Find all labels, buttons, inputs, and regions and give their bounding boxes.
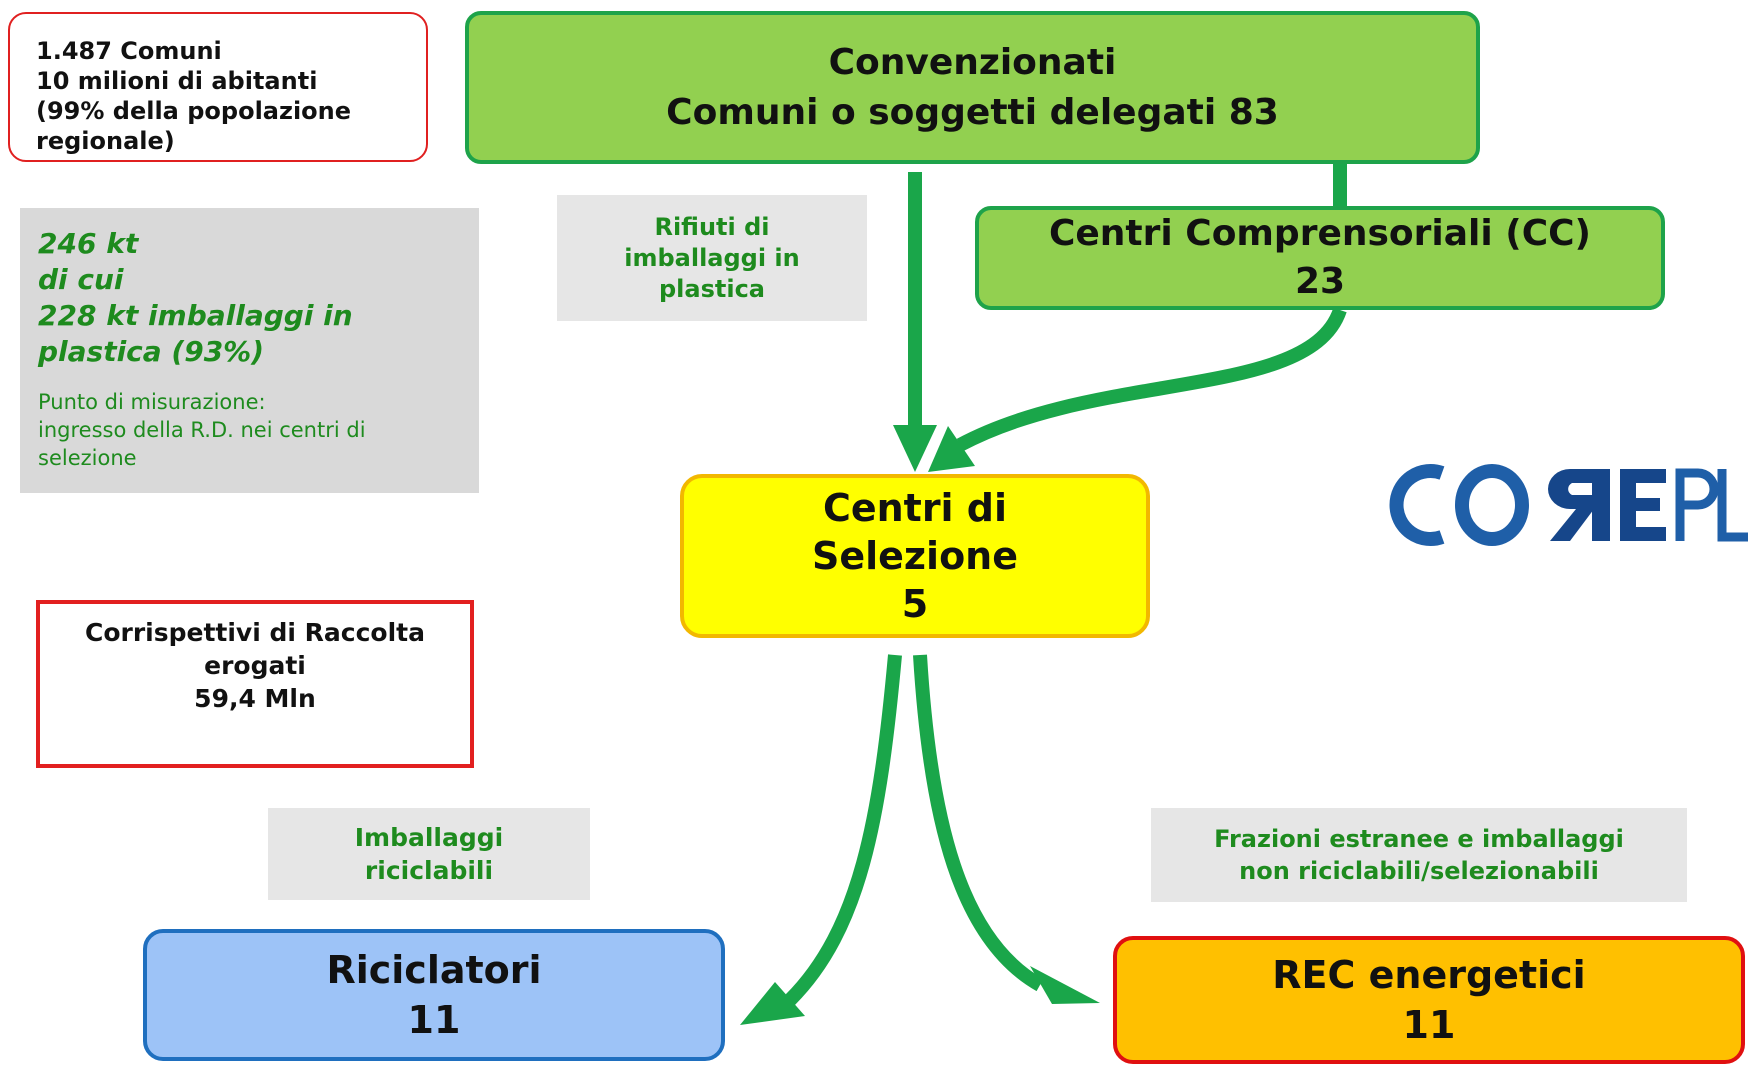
riciclatori-title: Riciclatori [326,948,542,992]
misurazione-line-1: Punto di misurazione: [38,390,266,414]
kt-line-1: 246 kt [38,227,139,260]
frazioni-flow-label: Frazioni estranee e imballaggi non ricic… [1151,808,1687,902]
kt-line-2: di cui [38,263,124,296]
corrispettivi-line-3: 59,4 Mln [194,684,316,713]
comuni-info-box: 1.487 Comuni 10 milioni di abitanti (99%… [8,12,428,162]
cc-title: Centri Comprensoriali (CC) [1048,213,1592,254]
corrispettivi-line-2: erogati [204,651,306,680]
comuni-line-2: 10 milioni di abitanti [36,67,318,95]
corrispettivi-info-box: Corrispettivi di Raccolta erogati 59,4 M… [36,600,474,768]
convenzionati-title: Convenzionati [828,41,1117,83]
frazioni-line-2: non riciclabili/selezionabili [1239,857,1599,885]
corepla-logo [1389,464,1748,546]
rifiuti-line-3: plastica [658,274,765,303]
comuni-line-3: (99% della popolazione [36,97,352,125]
rifiuti-line-2: imballaggi in [624,243,800,272]
riciclatori-count: 11 [407,998,461,1042]
frazioni-line-1: Frazioni estranee e imballaggi [1214,825,1624,853]
arrowhead-cc-to-selezione [928,426,975,472]
cc-count: 23 [1294,261,1346,302]
kt-line-4: plastica (93%) [38,335,265,368]
node-centri-selezione: Centri di Selezione 5 [680,474,1150,638]
kt-line-3: 228 kt imballaggi in [38,299,353,332]
riciclabili-line-1: Imballaggi [354,823,504,852]
node-rec-energetici: REC energetici 11 [1113,936,1745,1064]
node-riciclatori: Riciclatori 11 [143,929,725,1061]
comuni-line-1: 1.487 Comuni [36,37,222,65]
kt-info-box: 246 kt di cui 228 kt imballaggi in plast… [20,208,479,493]
arrowhead-selezione-to-rec [1030,966,1100,1004]
arrow-cc-to-selezione [956,307,1347,452]
arrowhead-selezione-to-riciclatori [740,982,805,1025]
riciclabili-flow-label: Imballaggi riciclabili [268,808,590,900]
node-centri-comprensoriali: Centri Comprensoriali (CC) 23 [975,206,1665,310]
misurazione-line-2: ingresso della R.D. nei centri di [38,418,366,442]
arrow-selezione-to-riciclatori [785,654,902,1005]
arrow-selezione-to-rec [913,654,1044,992]
rifiuti-line-1: Rifiuti di [654,212,770,241]
selezione-line-1: Centri di [822,486,1008,530]
node-convenzionati: Convenzionati Comuni o soggetti delegati… [465,11,1480,164]
misurazione-line-3: selezione [38,446,137,470]
rec-count: 11 [1402,1003,1456,1047]
selezione-line-2: Selezione [811,534,1018,578]
convenzionati-subtitle: Comuni o soggetti delegati 83 [666,91,1279,133]
corrispettivi-line-1: Corrispettivi di Raccolta [84,618,425,647]
comuni-line-4: regionale) [36,127,175,155]
riciclabili-line-2: riciclabili [364,856,494,885]
arrowhead-convenzionati-to-selezione [893,425,937,472]
rifiuti-flow-label: Rifiuti di imballaggi in plastica [557,195,867,321]
selezione-count: 5 [901,582,929,626]
rec-title: REC energetici [1272,953,1586,997]
